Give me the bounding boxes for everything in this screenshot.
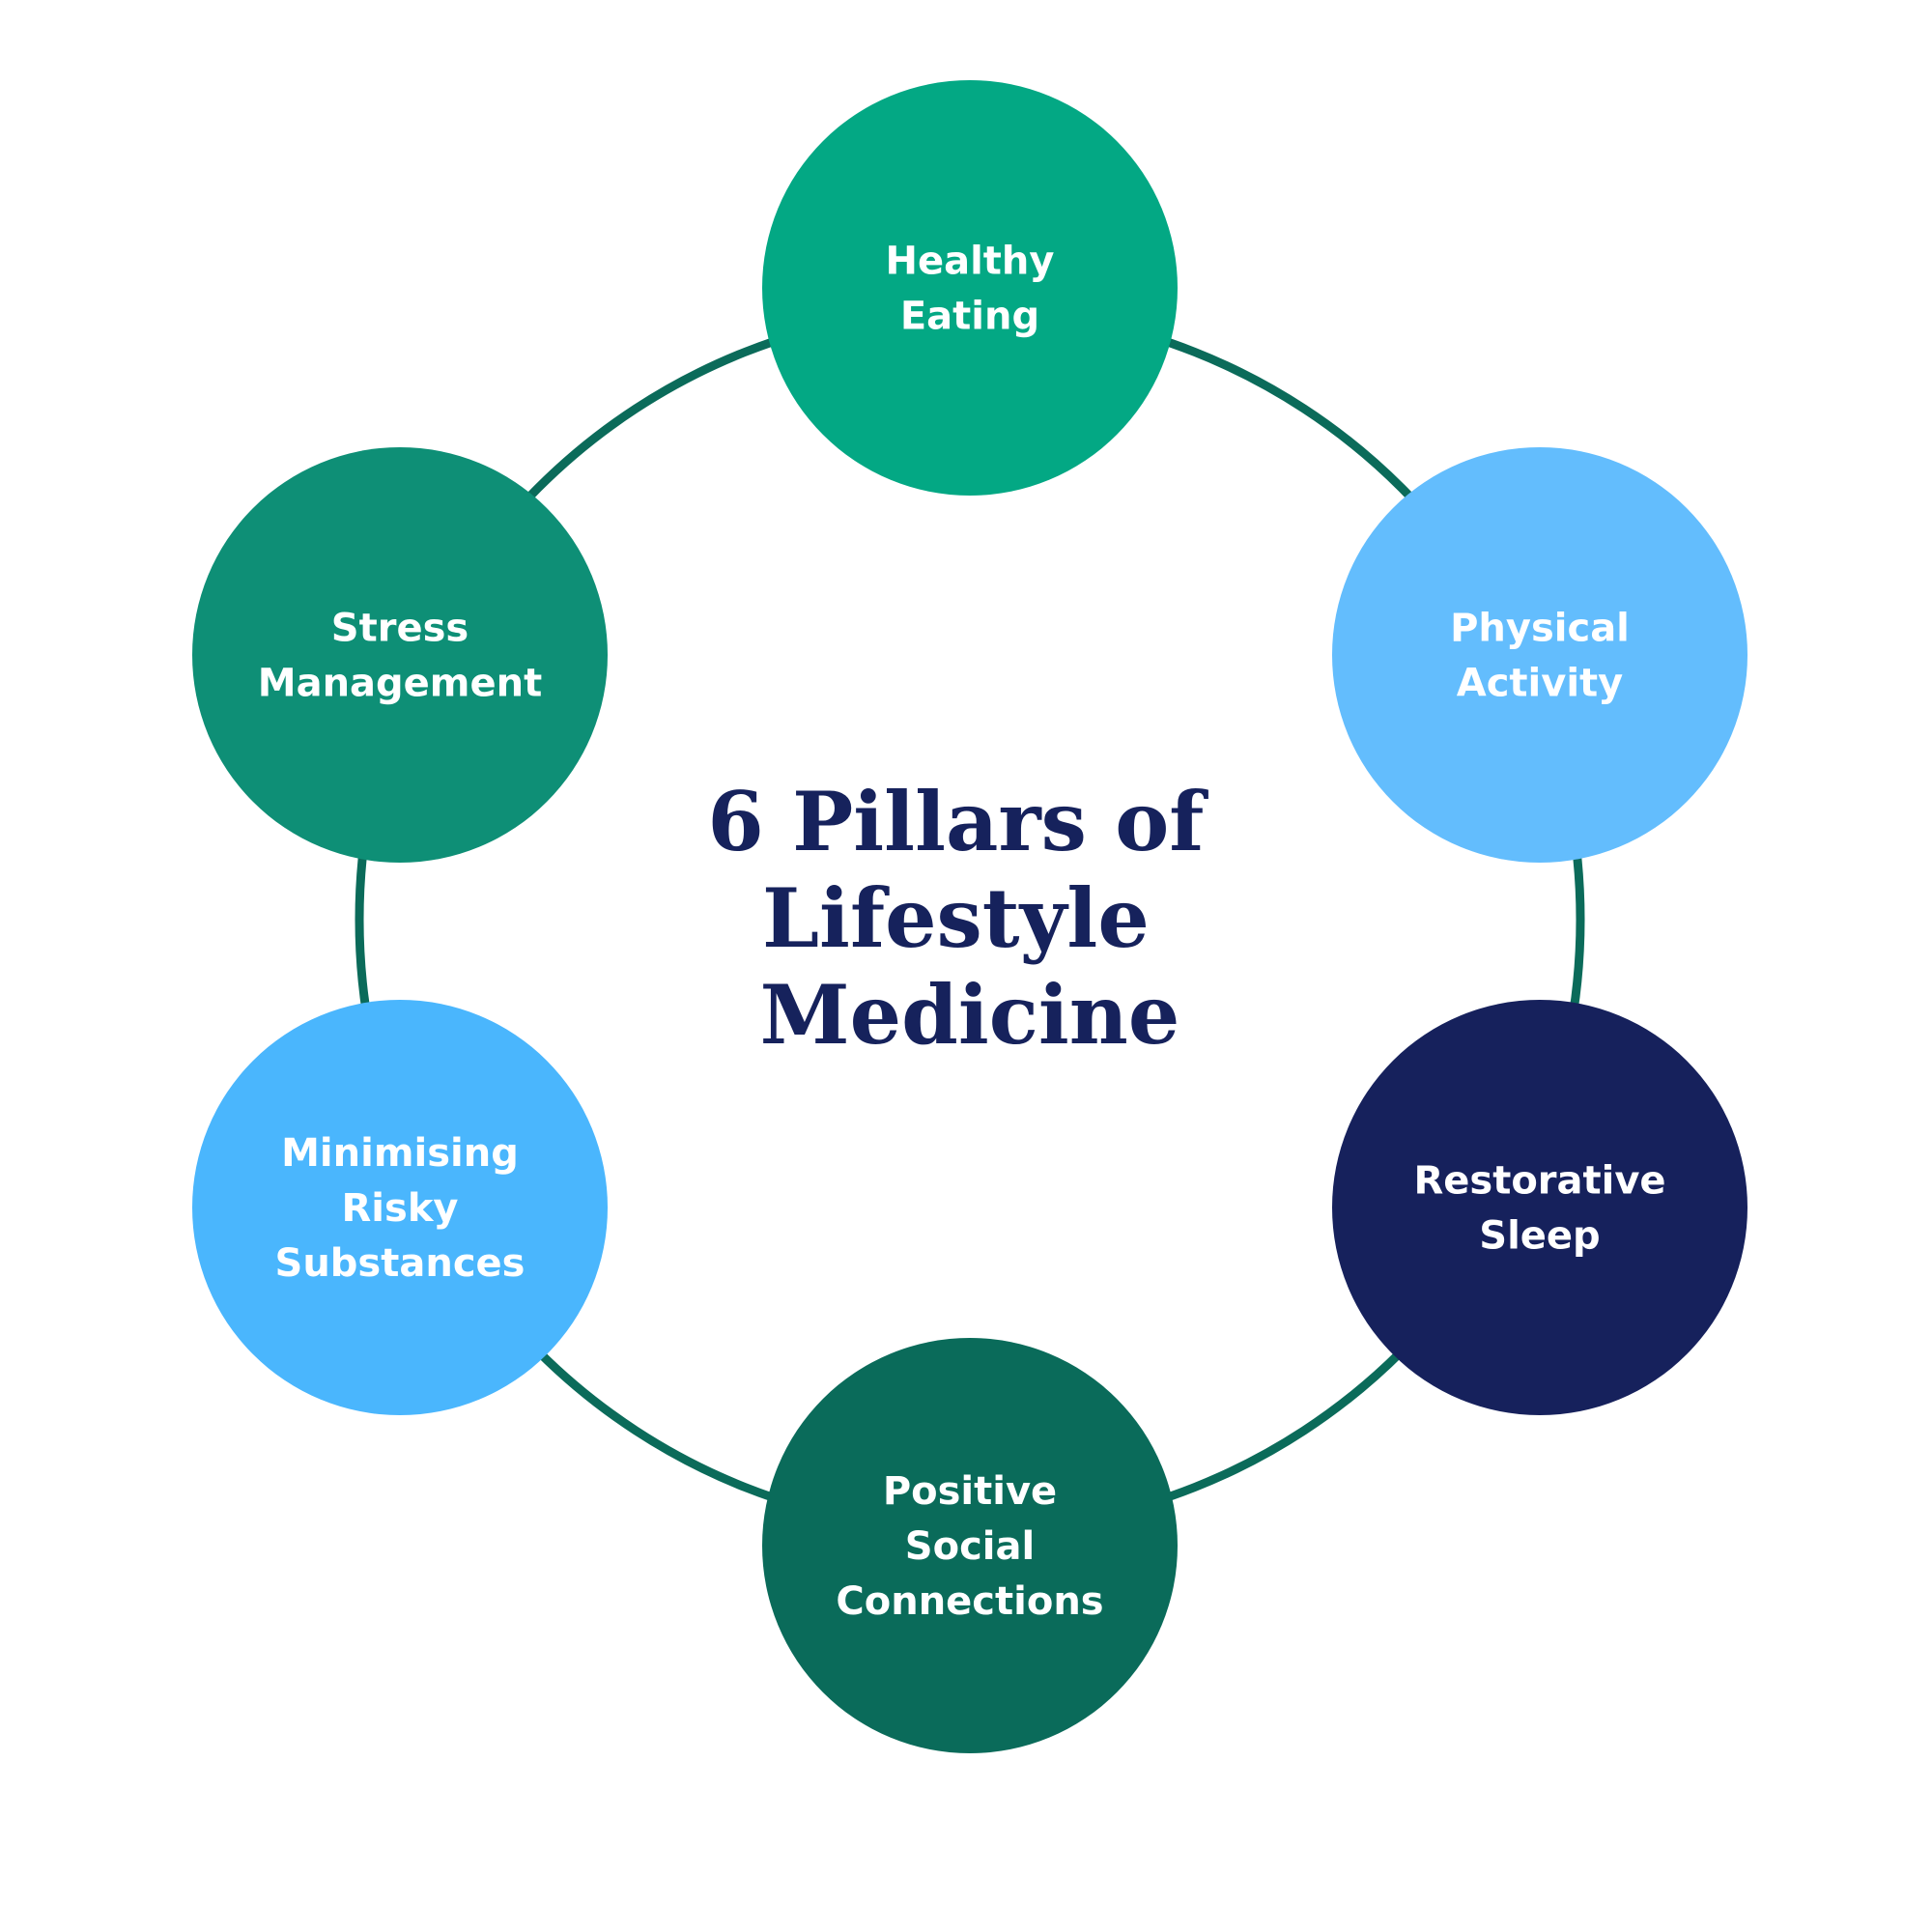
pillar-label-line: Physical bbox=[1450, 607, 1630, 651]
center-title-line-1: 6 Pillars of bbox=[707, 774, 1208, 869]
pillar-label-line: Substances bbox=[275, 1241, 526, 1286]
pillar-circle-positive-social-connections bbox=[762, 1338, 1178, 1753]
pillar-label-line: Minimising bbox=[281, 1131, 519, 1176]
center-title-line-3: Medicine bbox=[760, 967, 1180, 1063]
pillar-circle-healthy-eating bbox=[762, 80, 1178, 496]
pillar-circle-physical-activity bbox=[1332, 447, 1747, 863]
pillar-label-line: Sleep bbox=[1479, 1214, 1600, 1259]
pillar-label-line: Eating bbox=[900, 295, 1039, 339]
pillar-circle-minimising-risky-substances bbox=[192, 1000, 608, 1415]
pillar-label-line: Social bbox=[905, 1524, 1035, 1569]
pillar-label-line: Restorative bbox=[1413, 1159, 1665, 1204]
pillar-circle-stress-management bbox=[192, 447, 608, 863]
pillar-label-line: Activity bbox=[1457, 662, 1623, 706]
pillar-label-line: Connections bbox=[836, 1579, 1103, 1624]
pillar-label-line: Stress bbox=[331, 607, 469, 651]
center-title-line-2: Lifestyle bbox=[762, 870, 1150, 966]
pillar-label-line: Risky bbox=[342, 1186, 459, 1231]
center-title: 6 Pillars of Lifestyle Medicine bbox=[707, 774, 1232, 1063]
pillar-label-line: Management bbox=[258, 662, 542, 706]
pillar-label-line: Healthy bbox=[886, 240, 1055, 284]
pillar-circle-restorative-sleep bbox=[1332, 1000, 1747, 1415]
pillar-label-line: Positive bbox=[883, 1469, 1057, 1514]
